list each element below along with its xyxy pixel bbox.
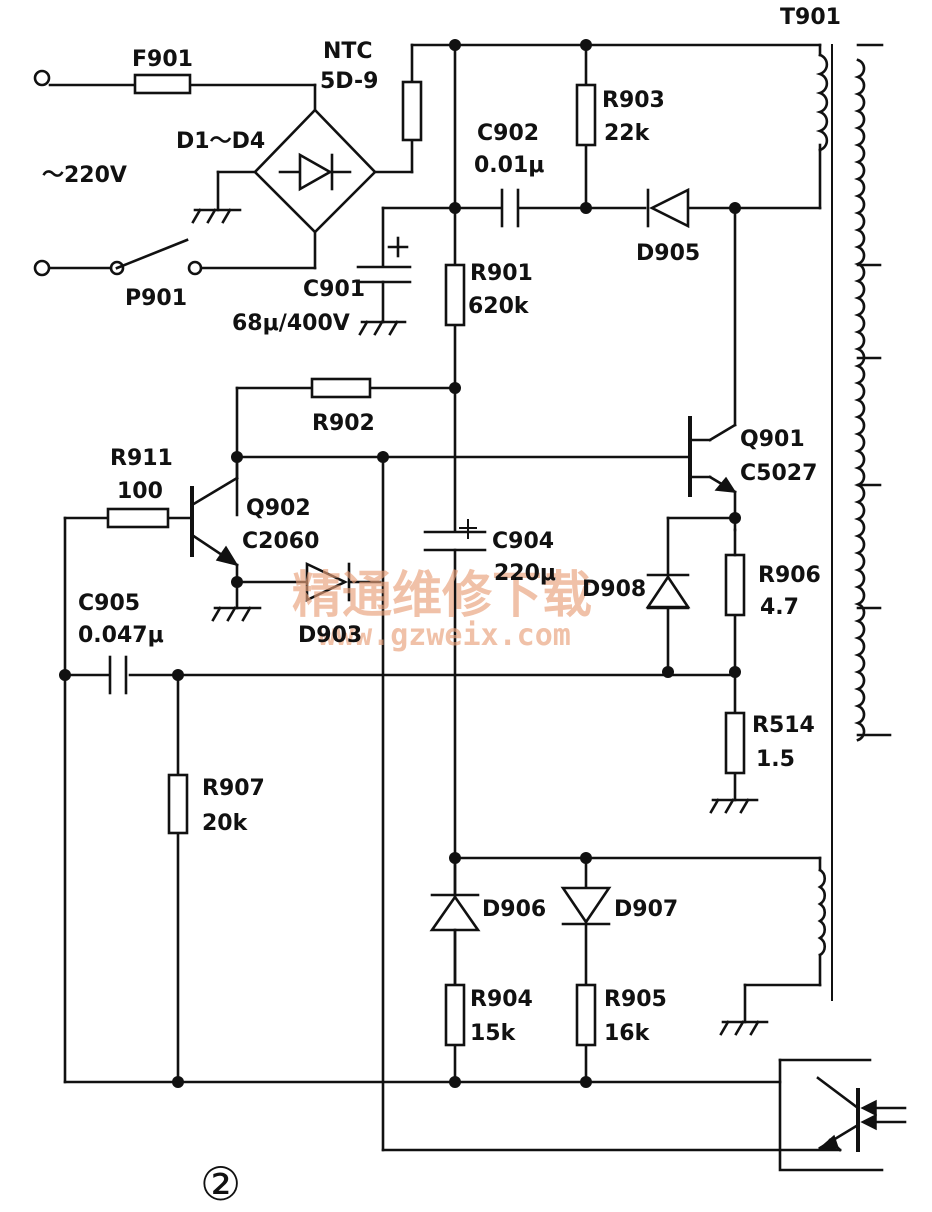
- label-r905: R905: [604, 987, 667, 1012]
- label-c905: C905: [78, 591, 140, 616]
- ground-c901: [358, 320, 407, 336]
- label-r906-value: 4.7: [760, 595, 799, 620]
- label-r907-value: 20k: [202, 811, 249, 836]
- figure-number: ②: [200, 1157, 241, 1211]
- label-p901: P901: [125, 286, 187, 311]
- label-d908: D908: [582, 577, 646, 602]
- label-d906: D906: [482, 897, 546, 922]
- label-d907: D907: [614, 897, 678, 922]
- watermark-title: 精通维修下载: [292, 566, 592, 624]
- resistor-r904: [444, 983, 466, 1047]
- diode-d905: [646, 187, 690, 229]
- label-bridge: D1～D4: [176, 129, 265, 154]
- label-t901: T901: [780, 5, 841, 30]
- label-r904-value: 15k: [470, 1021, 517, 1046]
- label-mains: ～220V: [42, 163, 127, 188]
- label-q901: Q901: [740, 427, 805, 452]
- label-f901: F901: [132, 47, 193, 72]
- resistor-r902: [310, 377, 372, 399]
- label-d903: D903: [298, 623, 362, 648]
- ground-q902: [211, 606, 262, 622]
- diode-d903: [305, 561, 351, 603]
- label-r907: R907: [202, 776, 265, 801]
- mains-terminal-bottom: [33, 259, 51, 277]
- capacitor-c901: [356, 236, 412, 284]
- mains-terminal-top: [33, 69, 51, 87]
- diode-d906: [429, 893, 481, 987]
- label-ntc-value: 5D-9: [320, 69, 378, 94]
- resistor-r903: [575, 83, 597, 147]
- label-q902-value: C2060: [242, 529, 319, 554]
- label-d905: D905: [636, 241, 700, 266]
- junction-dots: [59, 39, 741, 1088]
- resistor-r907: [167, 773, 189, 835]
- ground-symbols: [191, 208, 769, 1036]
- resistor-r901: [444, 263, 466, 327]
- label-c901: C901: [303, 277, 365, 302]
- ntc-thermistor: [401, 80, 423, 142]
- label-r905-value: 16k: [604, 1021, 651, 1046]
- transistor-q901: [688, 416, 737, 497]
- resistor-r906: [724, 553, 746, 617]
- label-c905-value: 0.047μ: [78, 623, 164, 648]
- label-r902: R902: [312, 411, 375, 436]
- ground-feedback-winding: [719, 1020, 769, 1036]
- label-r901-value: 620k: [468, 294, 530, 319]
- label-r911-value: 100: [117, 479, 163, 504]
- capacitor-c904: [423, 519, 487, 552]
- switch-p901: [109, 238, 203, 276]
- diode-d908: [645, 573, 691, 610]
- label-c904-value: 220μ: [494, 561, 556, 586]
- fuse-f901: [133, 73, 192, 95]
- label-c902-value: 0.01μ: [474, 153, 544, 178]
- label-c902: C902: [477, 121, 539, 146]
- watermark-url: www.gzweix.com: [318, 618, 571, 653]
- label-r514-value: 1.5: [756, 747, 795, 772]
- optocoupler: [815, 1076, 907, 1152]
- transformer-t901: [815, 43, 892, 1001]
- label-r901: R901: [470, 261, 533, 286]
- label-r906: R906: [758, 563, 821, 588]
- label-r904: R904: [470, 987, 533, 1012]
- label-r514: R514: [752, 713, 815, 738]
- label-ntc: NTC: [323, 39, 373, 64]
- resistor-r905: [575, 983, 597, 1047]
- ground-bridge: [191, 208, 242, 224]
- label-q902: Q902: [246, 496, 311, 521]
- capacitor-c905: [108, 655, 128, 695]
- label-r903-value: 22k: [604, 121, 651, 146]
- wiring: [48, 43, 884, 1172]
- label-c904: C904: [492, 529, 554, 554]
- ground-r514: [709, 798, 759, 814]
- label-r911: R911: [110, 446, 173, 471]
- transistor-q902: [190, 455, 239, 567]
- resistor-r514: [724, 711, 746, 775]
- diode-d907: [560, 886, 612, 926]
- capacitor-c902: [500, 188, 520, 228]
- label-c901-value: 68μ/400V: [232, 311, 350, 336]
- resistor-r911: [106, 507, 170, 529]
- bridge-rectifier-d1-d4: [253, 108, 377, 234]
- label-q901-value: C5027: [740, 461, 817, 486]
- label-r903: R903: [602, 88, 665, 113]
